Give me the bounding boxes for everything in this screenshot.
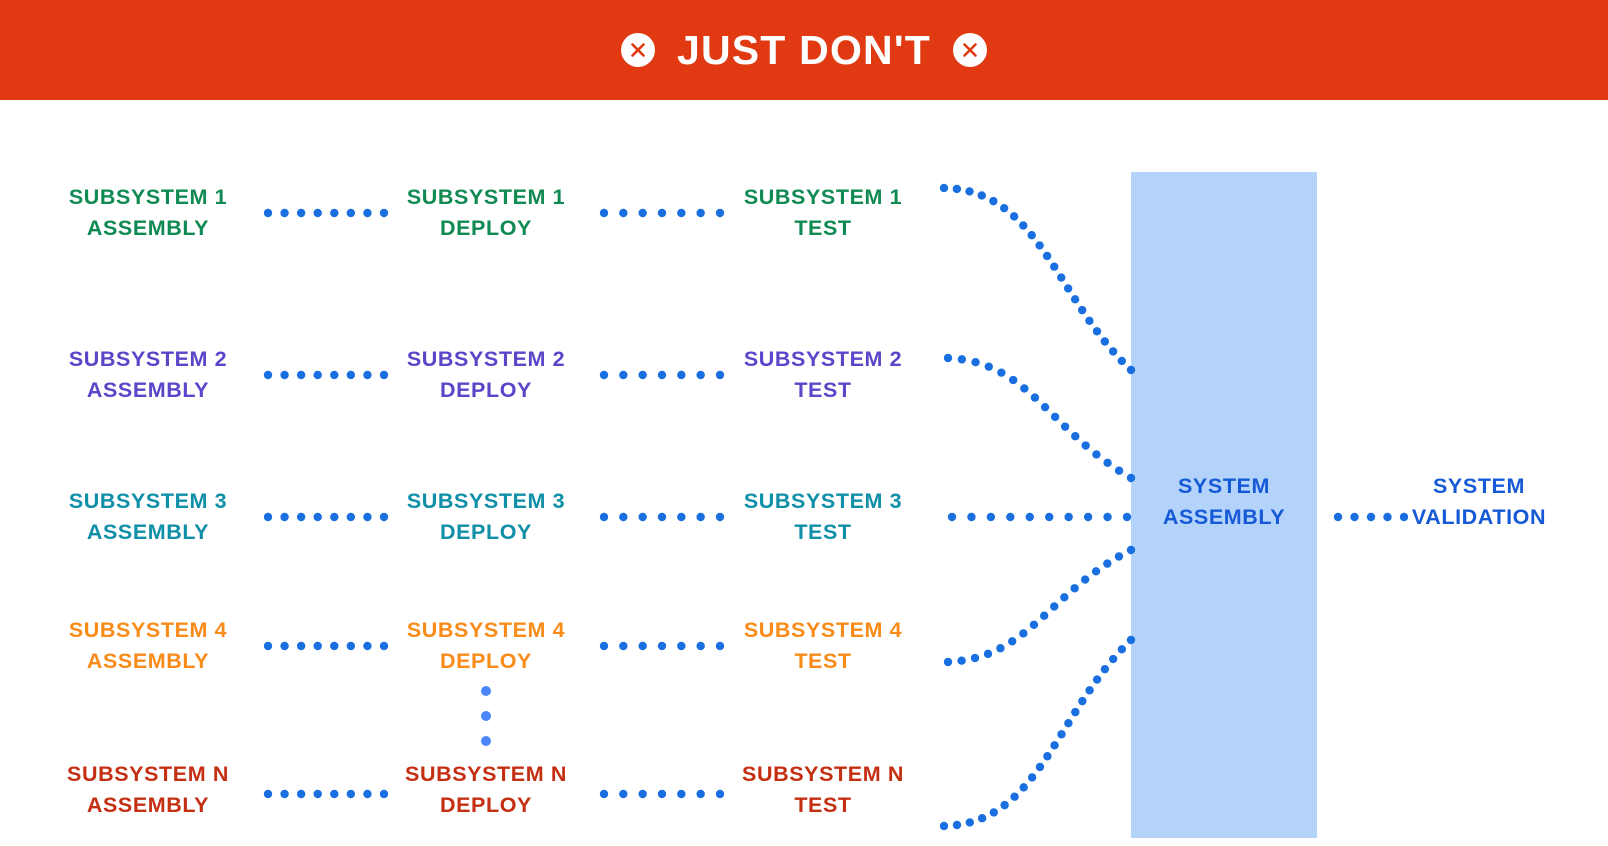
node-system-validation[interactable]: SYSTEM VALIDATION — [1411, 473, 1547, 529]
node-subsystem-3-deploy[interactable]: SUBSYSTEM 3 DEPLOY — [406, 488, 566, 544]
x-circle-icon — [620, 33, 655, 67]
banner: JUST DON'T — [0, 0, 1608, 100]
node-subsystem-4-assembly[interactable]: SUBSYSTEM 4 ASSEMBLY — [68, 617, 228, 673]
node-subsystem-n-assembly[interactable]: SUBSYSTEM N ASSEMBLY — [67, 761, 229, 817]
node-system-assembly[interactable]: SYSTEM ASSEMBLY — [1162, 473, 1286, 529]
system-assembly-block — [1131, 172, 1317, 838]
ellipsis-dot — [481, 711, 491, 721]
node-subsystem-3-assembly[interactable]: SUBSYSTEM 3 ASSEMBLY — [68, 488, 228, 544]
connector-layer — [263, 183, 1409, 831]
node-subsystem-2-test[interactable]: SUBSYSTEM 2 TEST — [743, 346, 903, 402]
node-subsystem-1-test[interactable]: SUBSYSTEM 1 TEST — [743, 184, 903, 240]
node-subsystem-3-test[interactable]: SUBSYSTEM 3 TEST — [743, 488, 903, 544]
banner-content: JUST DON'T — [620, 26, 988, 73]
node-subsystem-4-deploy[interactable]: SUBSYSTEM 4 DEPLOY — [406, 617, 566, 673]
ellipsis-dot — [481, 686, 491, 696]
x-circle-icon — [953, 33, 988, 67]
node-subsystem-n-test[interactable]: SUBSYSTEM N TEST — [742, 761, 904, 817]
ellipsis-dot — [481, 736, 491, 746]
node-subsystem-1-deploy[interactable]: SUBSYSTEM 1 DEPLOY — [406, 184, 566, 240]
node-subsystem-n-deploy[interactable]: SUBSYSTEM N DEPLOY — [405, 761, 567, 817]
node-subsystem-1-assembly[interactable]: SUBSYSTEM 1 ASSEMBLY — [68, 184, 228, 240]
node-subsystem-2-deploy[interactable]: SUBSYSTEM 2 DEPLOY — [406, 346, 566, 402]
node-subsystem-2-assembly[interactable]: SUBSYSTEM 2 ASSEMBLY — [68, 346, 228, 402]
banner-title: JUST DON'T — [676, 26, 932, 73]
diagram-canvas: SUBSYSTEM 1 ASSEMBLY SUBSYSTEM 1 DEPLOY … — [0, 100, 1608, 846]
node-subsystem-4-test[interactable]: SUBSYSTEM 4 TEST — [743, 617, 903, 673]
